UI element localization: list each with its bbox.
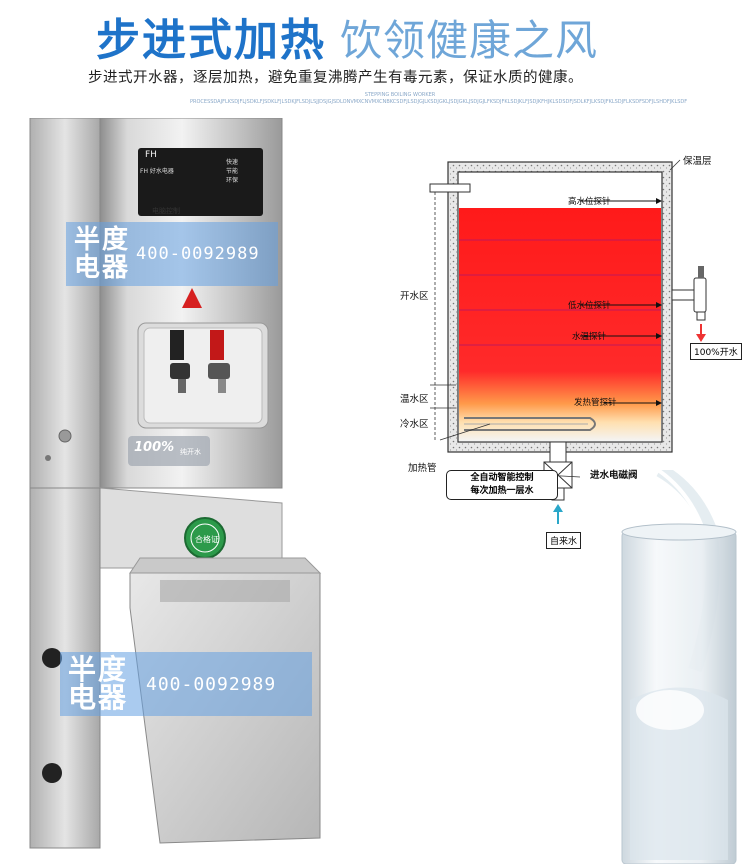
control-line2: 每次加热一层水 (470, 486, 534, 496)
watermark-bottom-brand-line1: 半度 (68, 653, 129, 686)
subtitle: 步进式开水器，逐层加热，避免重复沸腾产生有毒元素，保证水质的健康。 (88, 70, 583, 86)
panel-brand: FH 好水电器 (140, 168, 174, 175)
panel-feature-2: 节能 (226, 168, 239, 175)
watermark-bottom-brand: 半度 电器 (60, 656, 146, 712)
label-high-probe: 高水位探针 (568, 197, 611, 207)
panel-feature-1: 快速 (226, 159, 239, 166)
watermark-top-brand-line2: 电器 (74, 253, 131, 283)
watermark-bottom-brand-line2: 电器 (68, 681, 129, 714)
headline: 步进式加热饮领健康之风 (96, 4, 696, 66)
label-tap-water: 自来水 (546, 532, 582, 549)
fine-print: STEPPING BOILING WORKER PROCESSDAJFLKSDJ… (190, 92, 688, 105)
label-zone-cold: 冷水区 (400, 419, 429, 430)
label-insulation: 保温层 (683, 156, 712, 167)
label-low-probe: 低水位探针 (568, 301, 611, 311)
watermark-top-phone: 400-0092989 (136, 244, 260, 264)
label-zone-warm: 温水区 (400, 394, 429, 405)
watermark-top-brand-line1: 半度 (74, 225, 131, 255)
watermark-top: 半度 电器 400-0092989 (66, 222, 278, 286)
panel-label: 电脑控制 (152, 207, 180, 215)
badge-sub: 纯开水 (180, 448, 201, 456)
water-boiler-image (29, 118, 322, 849)
label-inlet-valve: 进水电磁阀 (590, 470, 638, 481)
headline-bold: 步进式加热 (96, 15, 326, 66)
headline-light: 饮领健康之风 (340, 16, 599, 65)
seal-text: 合格证 (195, 535, 219, 544)
label-heat-probe: 发热管探针 (574, 398, 617, 408)
control-note: 全自动智能控制 每次加热一层水 (446, 470, 558, 500)
heating-diagram (429, 159, 707, 524)
water-glass-image (621, 470, 737, 864)
control-line1: 全自动智能控制 (470, 473, 534, 483)
badge-text: 100% (134, 440, 175, 455)
label-heater: 加热管 (408, 463, 437, 474)
watermark-top-brand: 半度 电器 (66, 226, 136, 282)
panel-brand-mark: FH (145, 150, 157, 160)
panel-feature-3: 环保 (226, 177, 239, 184)
watermark-bottom-phone: 400-0092989 (146, 673, 277, 695)
label-zone-boiling: 开水区 (400, 291, 429, 302)
label-temp-probe: 水温探针 (572, 332, 607, 342)
watermark-bottom: 半度 电器 400-0092989 (60, 652, 312, 716)
label-outlet: 100%开水 (690, 343, 742, 360)
